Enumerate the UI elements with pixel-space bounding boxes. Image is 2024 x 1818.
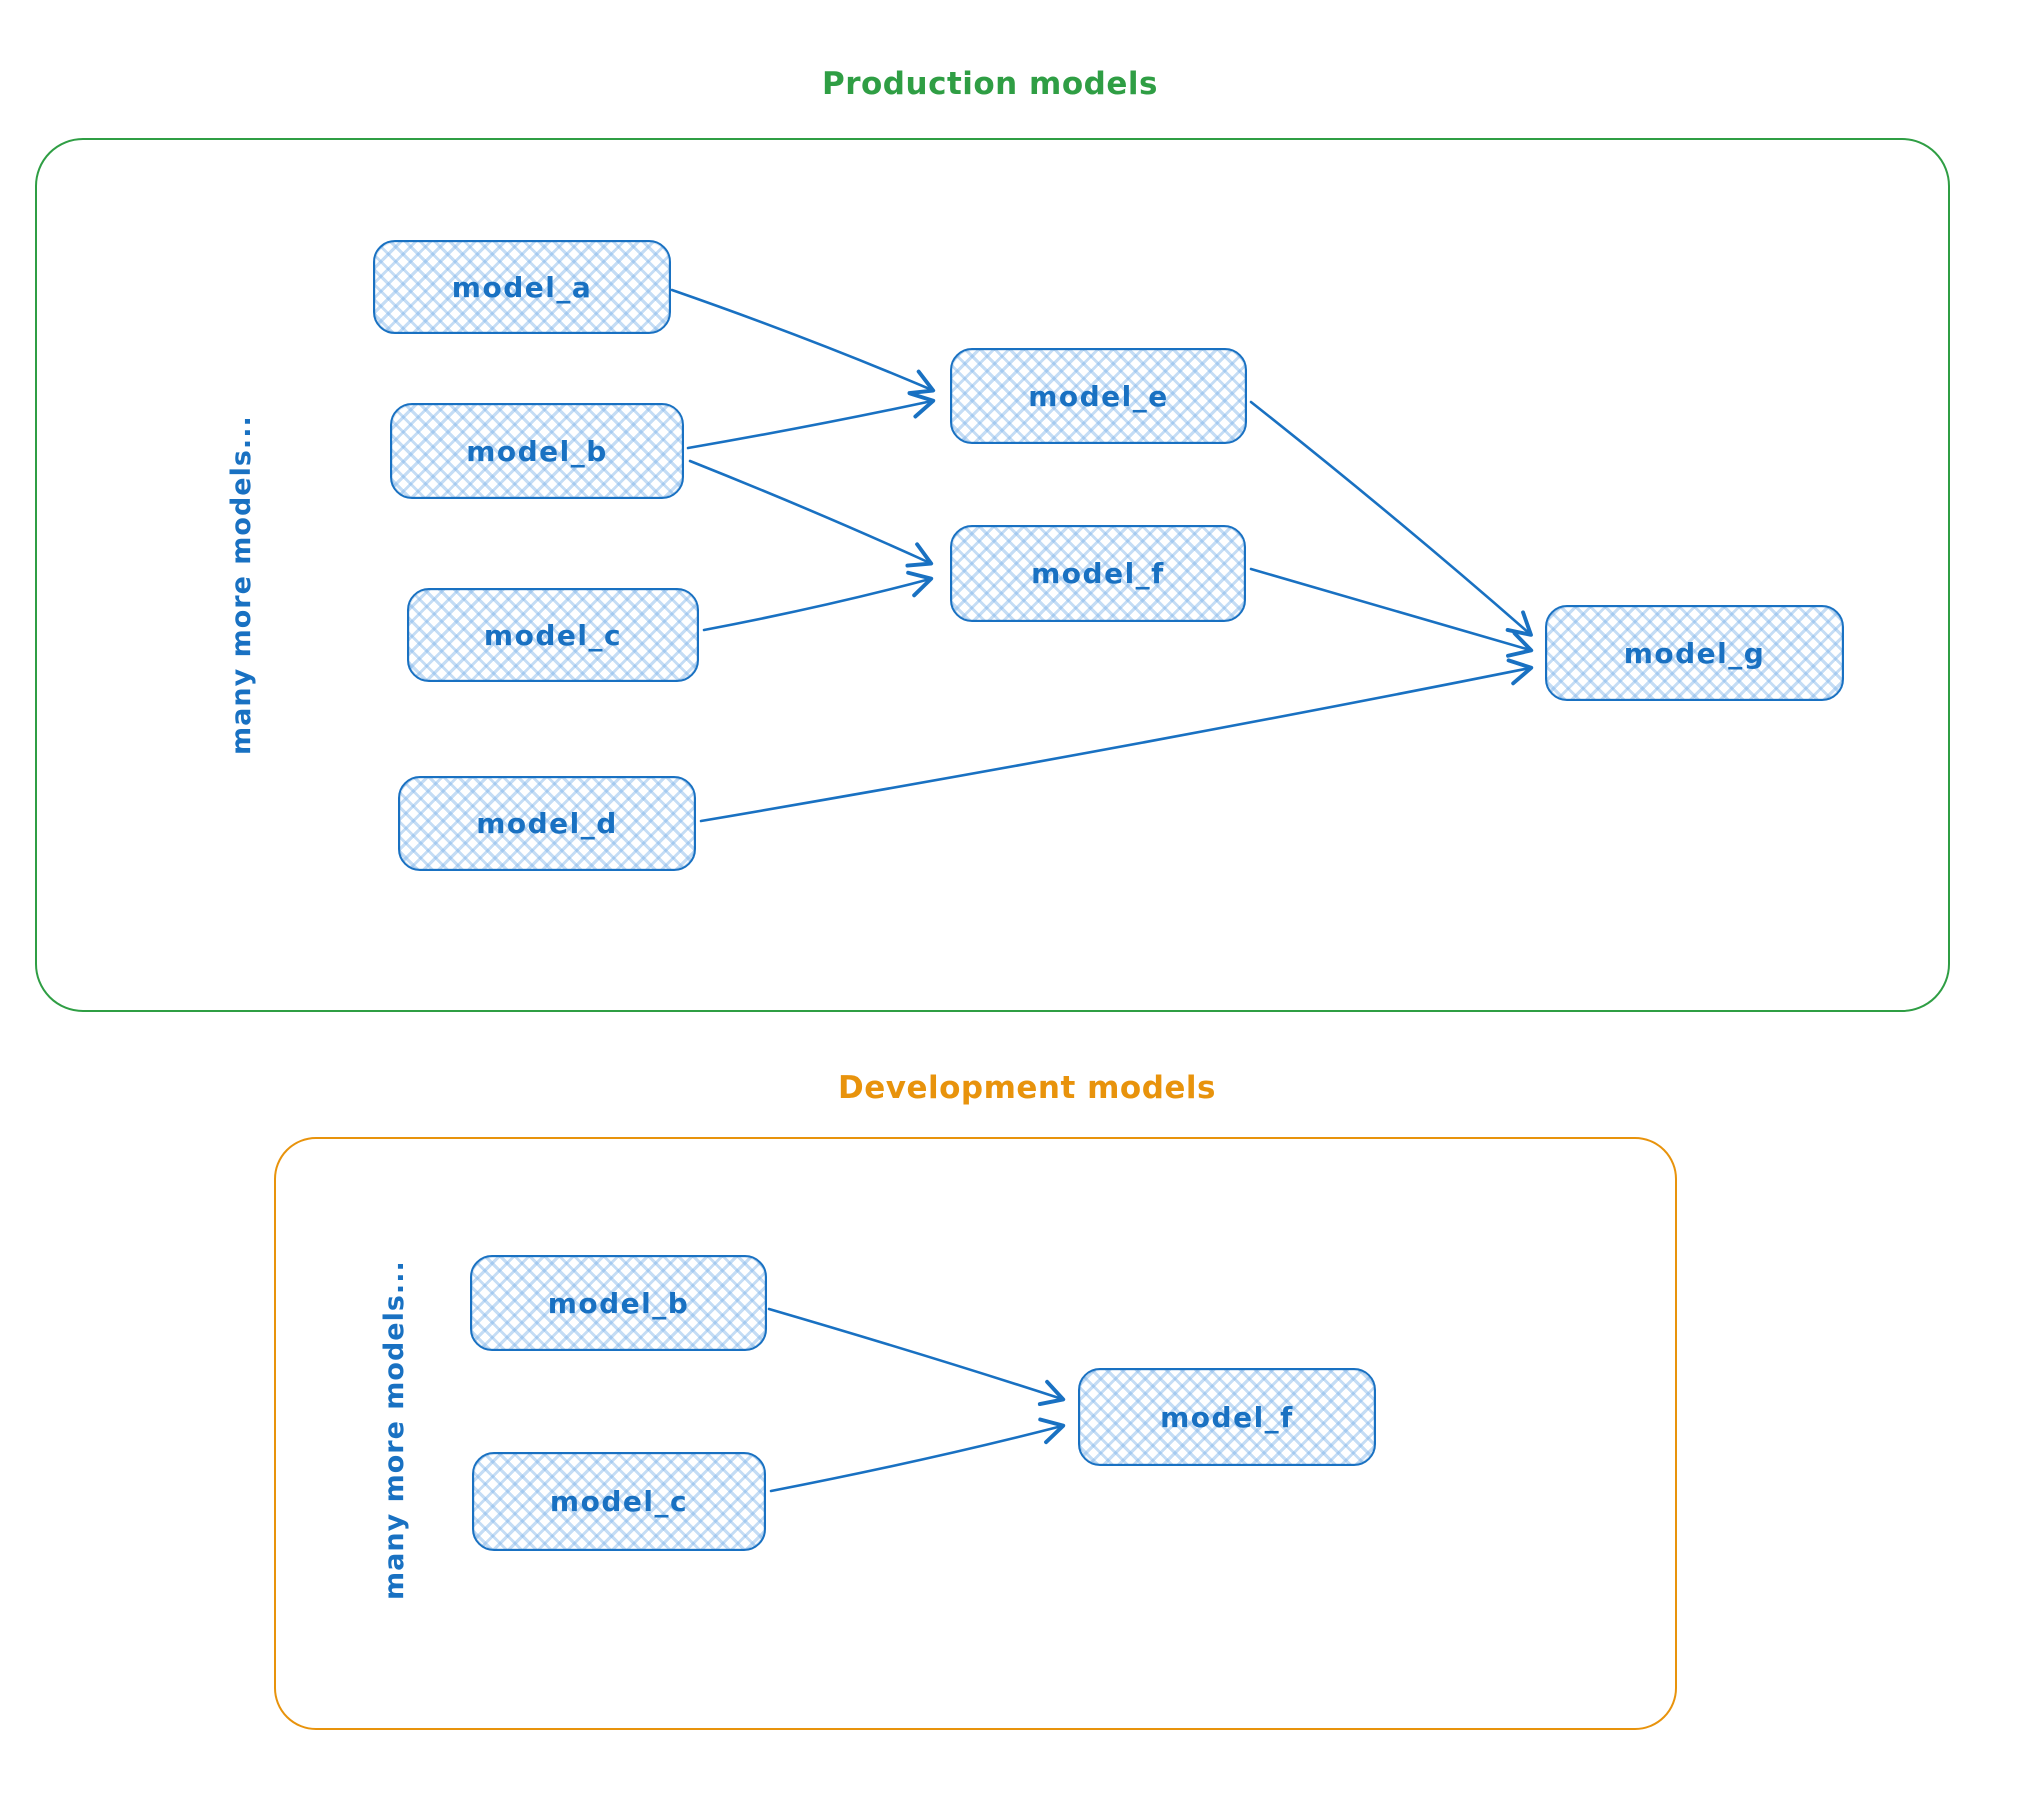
node-development-model-c: model_c: [472, 1452, 766, 1551]
production-frame: [35, 138, 1950, 1012]
node-label: model_f: [1031, 557, 1165, 590]
node-development-model-f: model_f: [1078, 1368, 1376, 1466]
node-label: model_e: [1028, 379, 1169, 413]
node-production-model-f: model_f: [950, 525, 1246, 622]
development-side-label: many more models...: [379, 1260, 410, 1600]
node-production-model-a: model_a: [373, 240, 671, 334]
production-side-label: many more models...: [226, 415, 257, 755]
node-development-model-b: model_b: [470, 1255, 767, 1351]
node-production-model-e: model_e: [950, 348, 1247, 444]
production-section-title: Production models: [822, 66, 1158, 102]
node-label: model_c: [549, 1485, 689, 1518]
development-section-title: Development models: [838, 1070, 1217, 1106]
development-frame: [274, 1137, 1677, 1730]
node-production-model-c: model_c: [407, 588, 699, 682]
node-label: model_g: [1623, 636, 1766, 670]
node-production-model-b: model_b: [390, 403, 684, 499]
node-label: model_f: [1160, 1400, 1294, 1434]
node-production-model-g: model_g: [1545, 605, 1844, 701]
node-production-model-d: model_d: [398, 776, 696, 871]
node-label: model_c: [483, 618, 623, 652]
node-label: model_b: [547, 1286, 690, 1320]
node-label: model_b: [466, 434, 608, 468]
node-label: model_a: [451, 270, 593, 304]
node-label: model_d: [476, 807, 618, 840]
